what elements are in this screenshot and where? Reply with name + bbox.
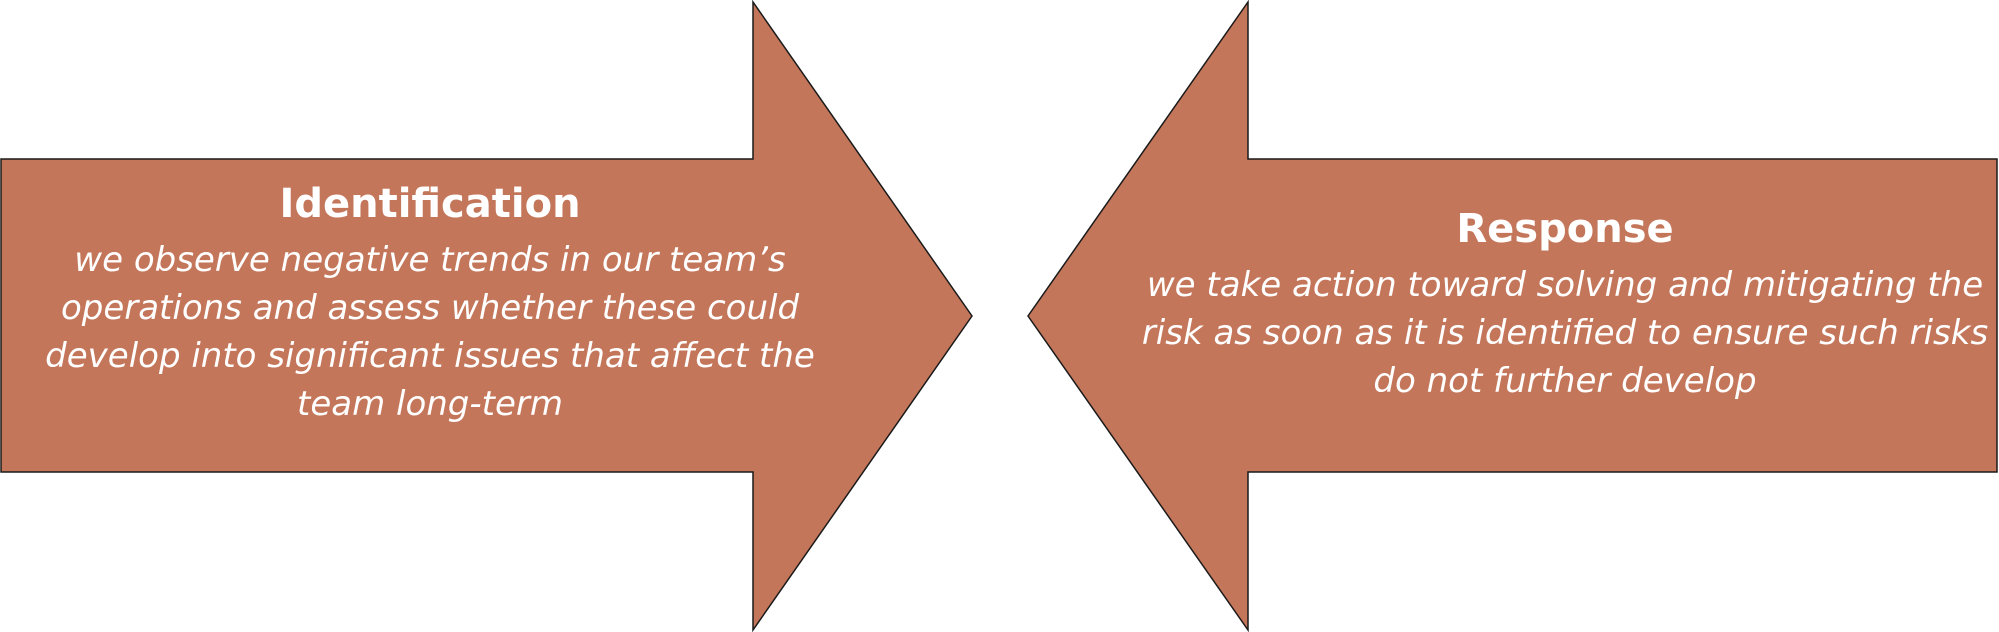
identification-description: we observe negative trends in our team’s… xyxy=(45,240,815,424)
identification-arrow-shape xyxy=(0,0,973,632)
identification-title: Identification xyxy=(279,181,581,227)
response-title: Response xyxy=(1456,206,1674,252)
response-description: we take action toward solving and mitiga… xyxy=(1141,265,1989,401)
identification-block: Identification we observe negative trend… xyxy=(20,180,840,428)
response-block: Response we take action toward solving a… xyxy=(1135,205,1995,405)
response-arrow-shape xyxy=(1027,0,1998,632)
